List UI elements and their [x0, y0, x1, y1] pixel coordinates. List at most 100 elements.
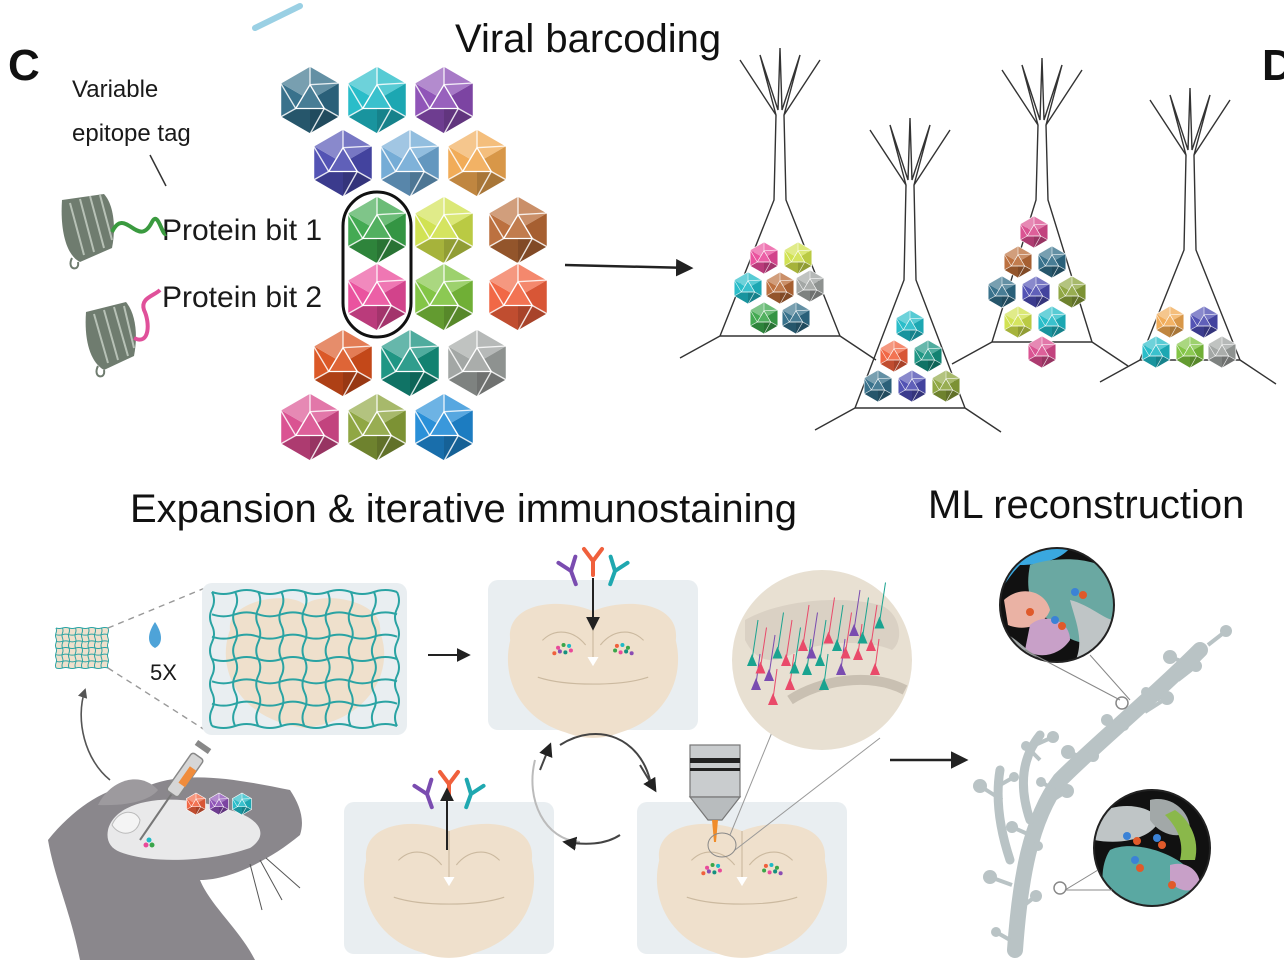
viral-barcode-library: [279, 65, 549, 462]
cycle-arc-top: [559, 733, 651, 781]
neuron-2-virus-1: [879, 339, 909, 373]
antibody-icons: [412, 547, 630, 850]
virus-icon-1-2: [446, 128, 508, 198]
virus-icon-2-1: [413, 195, 475, 265]
antibody-top-purple: [556, 554, 578, 587]
neuron-4-virus-4: [1207, 335, 1237, 369]
protein-barrel-icon-2: [85, 288, 162, 378]
antibody-top-teal: [608, 554, 630, 587]
panel-label-d: D: [1262, 41, 1284, 90]
arrow-mouse-to-tissue: [78, 688, 111, 781]
virus-icon-1-0: [312, 128, 374, 198]
neuron-1-virus-0: [749, 241, 779, 275]
virus-icon-3-0: [346, 262, 408, 332]
epitope-tag-label: epitope tag: [72, 120, 191, 147]
neuron-3-virus-1: [1003, 245, 1033, 279]
virus-icon-1-1: [379, 128, 441, 198]
neuron-2-virus-5: [931, 369, 961, 403]
protein-bit-2-label: Protein bit 2: [162, 281, 322, 314]
virus-icon-0-0: [279, 65, 341, 135]
neuron-4-virus-2: [1141, 335, 1171, 369]
segmentation-zoom-top: [999, 547, 1115, 663]
neuron-4-virus-1: [1189, 305, 1219, 339]
neuron-4-virus-0: [1155, 305, 1185, 339]
virus-icon-5-0: [279, 392, 341, 462]
expanded-hydrogel-grid: [209, 589, 400, 729]
neuron-1-virus-5: [749, 301, 779, 335]
water-drop-icon: [149, 622, 161, 648]
virus-icon-4-1: [379, 328, 441, 398]
antibody-bottom-orange: [438, 770, 460, 800]
cycle-arrow-bottom: [562, 834, 621, 851]
neuron-2-virus-2: [913, 339, 943, 373]
virus-icon-2-2: [487, 195, 549, 265]
reconstructed-dendrite: [973, 625, 1232, 958]
neuron-3-virus-4: [1021, 275, 1051, 309]
zoom-line-top: [107, 587, 206, 629]
neuron-1-virus-1: [783, 241, 813, 275]
panel-label-c: C: [8, 41, 40, 90]
injected-virus-2: [232, 792, 252, 816]
injected-virus-icons: [186, 792, 252, 816]
neuron-4-virus-3: [1175, 335, 1205, 369]
injected-virus-1: [209, 792, 229, 816]
virus-icon-0-1: [346, 65, 408, 135]
neuron-1-virus-2: [733, 271, 763, 305]
neuron-1: [679, 47, 877, 361]
neuron-3-virus-5: [1057, 275, 1087, 309]
antibody-top-orange: [582, 547, 604, 577]
virus-icon-3-1: [413, 262, 475, 332]
neuron-3-virus-8: [1027, 335, 1057, 369]
antibody-bottom-purple: [412, 777, 434, 810]
brain-slice-stained: [507, 603, 679, 738]
brain-slice-imaged: [656, 823, 828, 958]
expansion-factor-label: 5X: [150, 660, 177, 685]
imaging-region-outline: [707, 832, 737, 858]
neuron-3-virus-6: [1003, 305, 1033, 339]
selected-barcode-pair-outline: [341, 190, 413, 339]
virus-icon-2-0: [346, 195, 408, 265]
labeled-neurons-in-zoom: [747, 582, 886, 705]
neuron-3: [951, 57, 1129, 369]
protein-bit-1-label: Protein bit 1: [162, 214, 322, 247]
zoom-line-bottom: [107, 667, 206, 731]
unexpanded-tissue-grid: [55, 627, 109, 669]
variable-label: Variable: [72, 76, 158, 103]
antibody-bottom-teal: [464, 777, 486, 810]
neuron-2-virus-0: [895, 309, 925, 343]
barcoded-neurons: [679, 47, 1277, 433]
epitope-pointer-line: [149, 154, 167, 187]
decorative-streak: [252, 3, 303, 31]
mouse-injection-illustration: [48, 739, 302, 960]
virus-icon-4-2: [446, 328, 508, 398]
segmentation-zoom-bottom: [1093, 789, 1211, 907]
magnify-line-1: [729, 724, 776, 836]
injected-virus-0: [186, 792, 206, 816]
neuron-1-virus-3: [765, 271, 795, 305]
arrow-to-neurons: [564, 258, 694, 277]
neuron-2-virus-3: [863, 369, 893, 403]
neuron-3-virus-0: [1019, 215, 1049, 249]
neuron-3-virus-3: [987, 275, 1017, 309]
virus-icon-5-1: [346, 392, 408, 462]
neuron-1-virus-4: [795, 269, 825, 303]
coronal-brain-slices: [363, 603, 828, 958]
heading-viral-barcoding: Viral barcoding: [455, 17, 721, 61]
brain-slice-stripped: [363, 823, 535, 958]
virus-icon-4-0: [312, 328, 374, 398]
neuron-3-virus-2: [1037, 245, 1067, 279]
virus-icon-5-2: [413, 392, 475, 462]
heading-ml-reconstruction: ML reconstruction: [928, 483, 1244, 527]
virus-icon-0-2: [413, 65, 475, 135]
microscope-objective-icon: [688, 744, 742, 842]
neuron-4: [1099, 87, 1277, 385]
virus-icon-3-2: [487, 262, 549, 332]
protein-barrel-icon-1: [61, 194, 168, 270]
neuron-1-virus-6: [781, 301, 811, 335]
heading-expansion: Expansion & iterative immunostaining: [130, 487, 797, 531]
neuron-2-virus-4: [897, 369, 927, 403]
neuron-3-virus-7: [1037, 305, 1067, 339]
neuron-2: [814, 117, 1002, 433]
magnify-line-2: [734, 737, 881, 851]
